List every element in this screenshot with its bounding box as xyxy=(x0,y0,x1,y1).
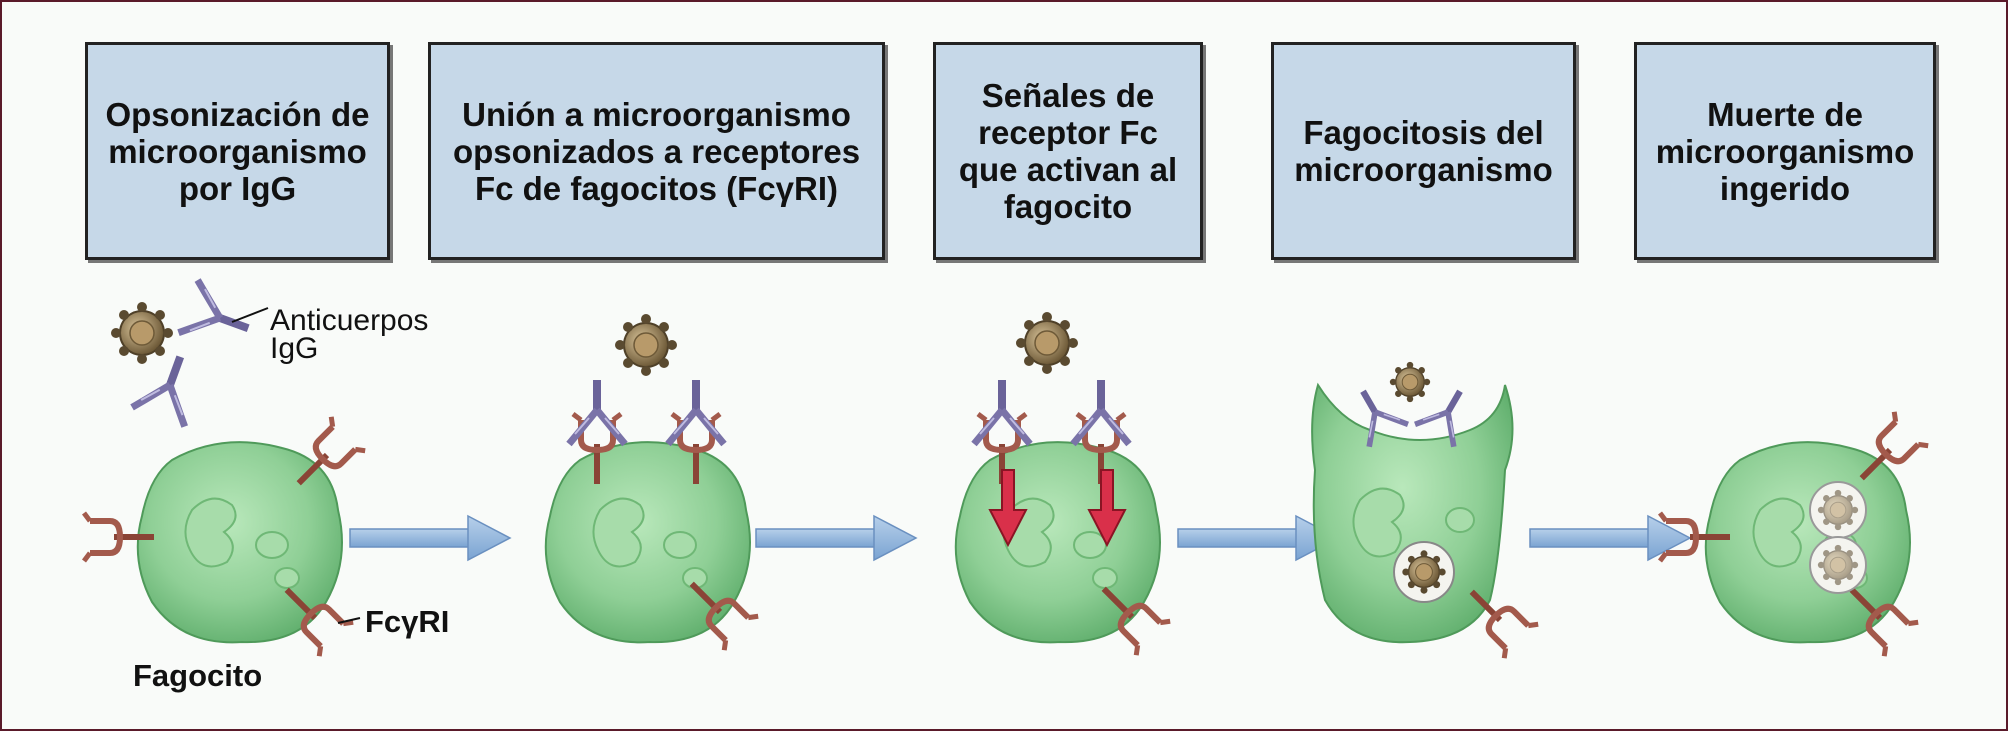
step-box-phagocytosis: Fagocitosis del microorganismo xyxy=(1271,42,1576,260)
stage1-illustration xyxy=(84,280,365,656)
stage5-illustration xyxy=(1660,412,1928,656)
step-box-killing: Muerte de microorganismo ingerido xyxy=(1634,42,1936,260)
receptor-label: FcγRI xyxy=(365,604,449,639)
step-text: Señales de receptor Fc que activan al fa… xyxy=(958,77,1178,225)
antibodies-label: Anticuerpos xyxy=(270,304,428,337)
process-arrow-2 xyxy=(755,515,917,561)
signal-arrow-right xyxy=(1087,469,1127,548)
stage2-illustration xyxy=(544,313,758,650)
step-text: Muerte de microorganismo ingerido xyxy=(1655,95,1915,207)
step-text: Unión a microorganismo opsonizados a rec… xyxy=(452,95,861,207)
step-text: Fagocitosis del microorganismo xyxy=(1294,114,1553,188)
antibodies-label-igg: IgG xyxy=(270,332,318,365)
step-text: Opsonización de microorganismo por IgG xyxy=(105,95,370,207)
phagocyte-label: Fagocito xyxy=(133,658,262,693)
step-box-signaling: Señales de receptor Fc que activan al fa… xyxy=(933,42,1203,260)
process-arrow-1 xyxy=(349,515,511,561)
stage3-illustration xyxy=(954,311,1170,655)
stage4-illustration xyxy=(1311,361,1538,658)
signal-arrow-left xyxy=(988,469,1028,548)
step-box-binding: Unión a microorganismo opsonizados a rec… xyxy=(428,42,885,260)
step-box-opsonization: Opsonización de microorganismo por IgG xyxy=(85,42,390,260)
